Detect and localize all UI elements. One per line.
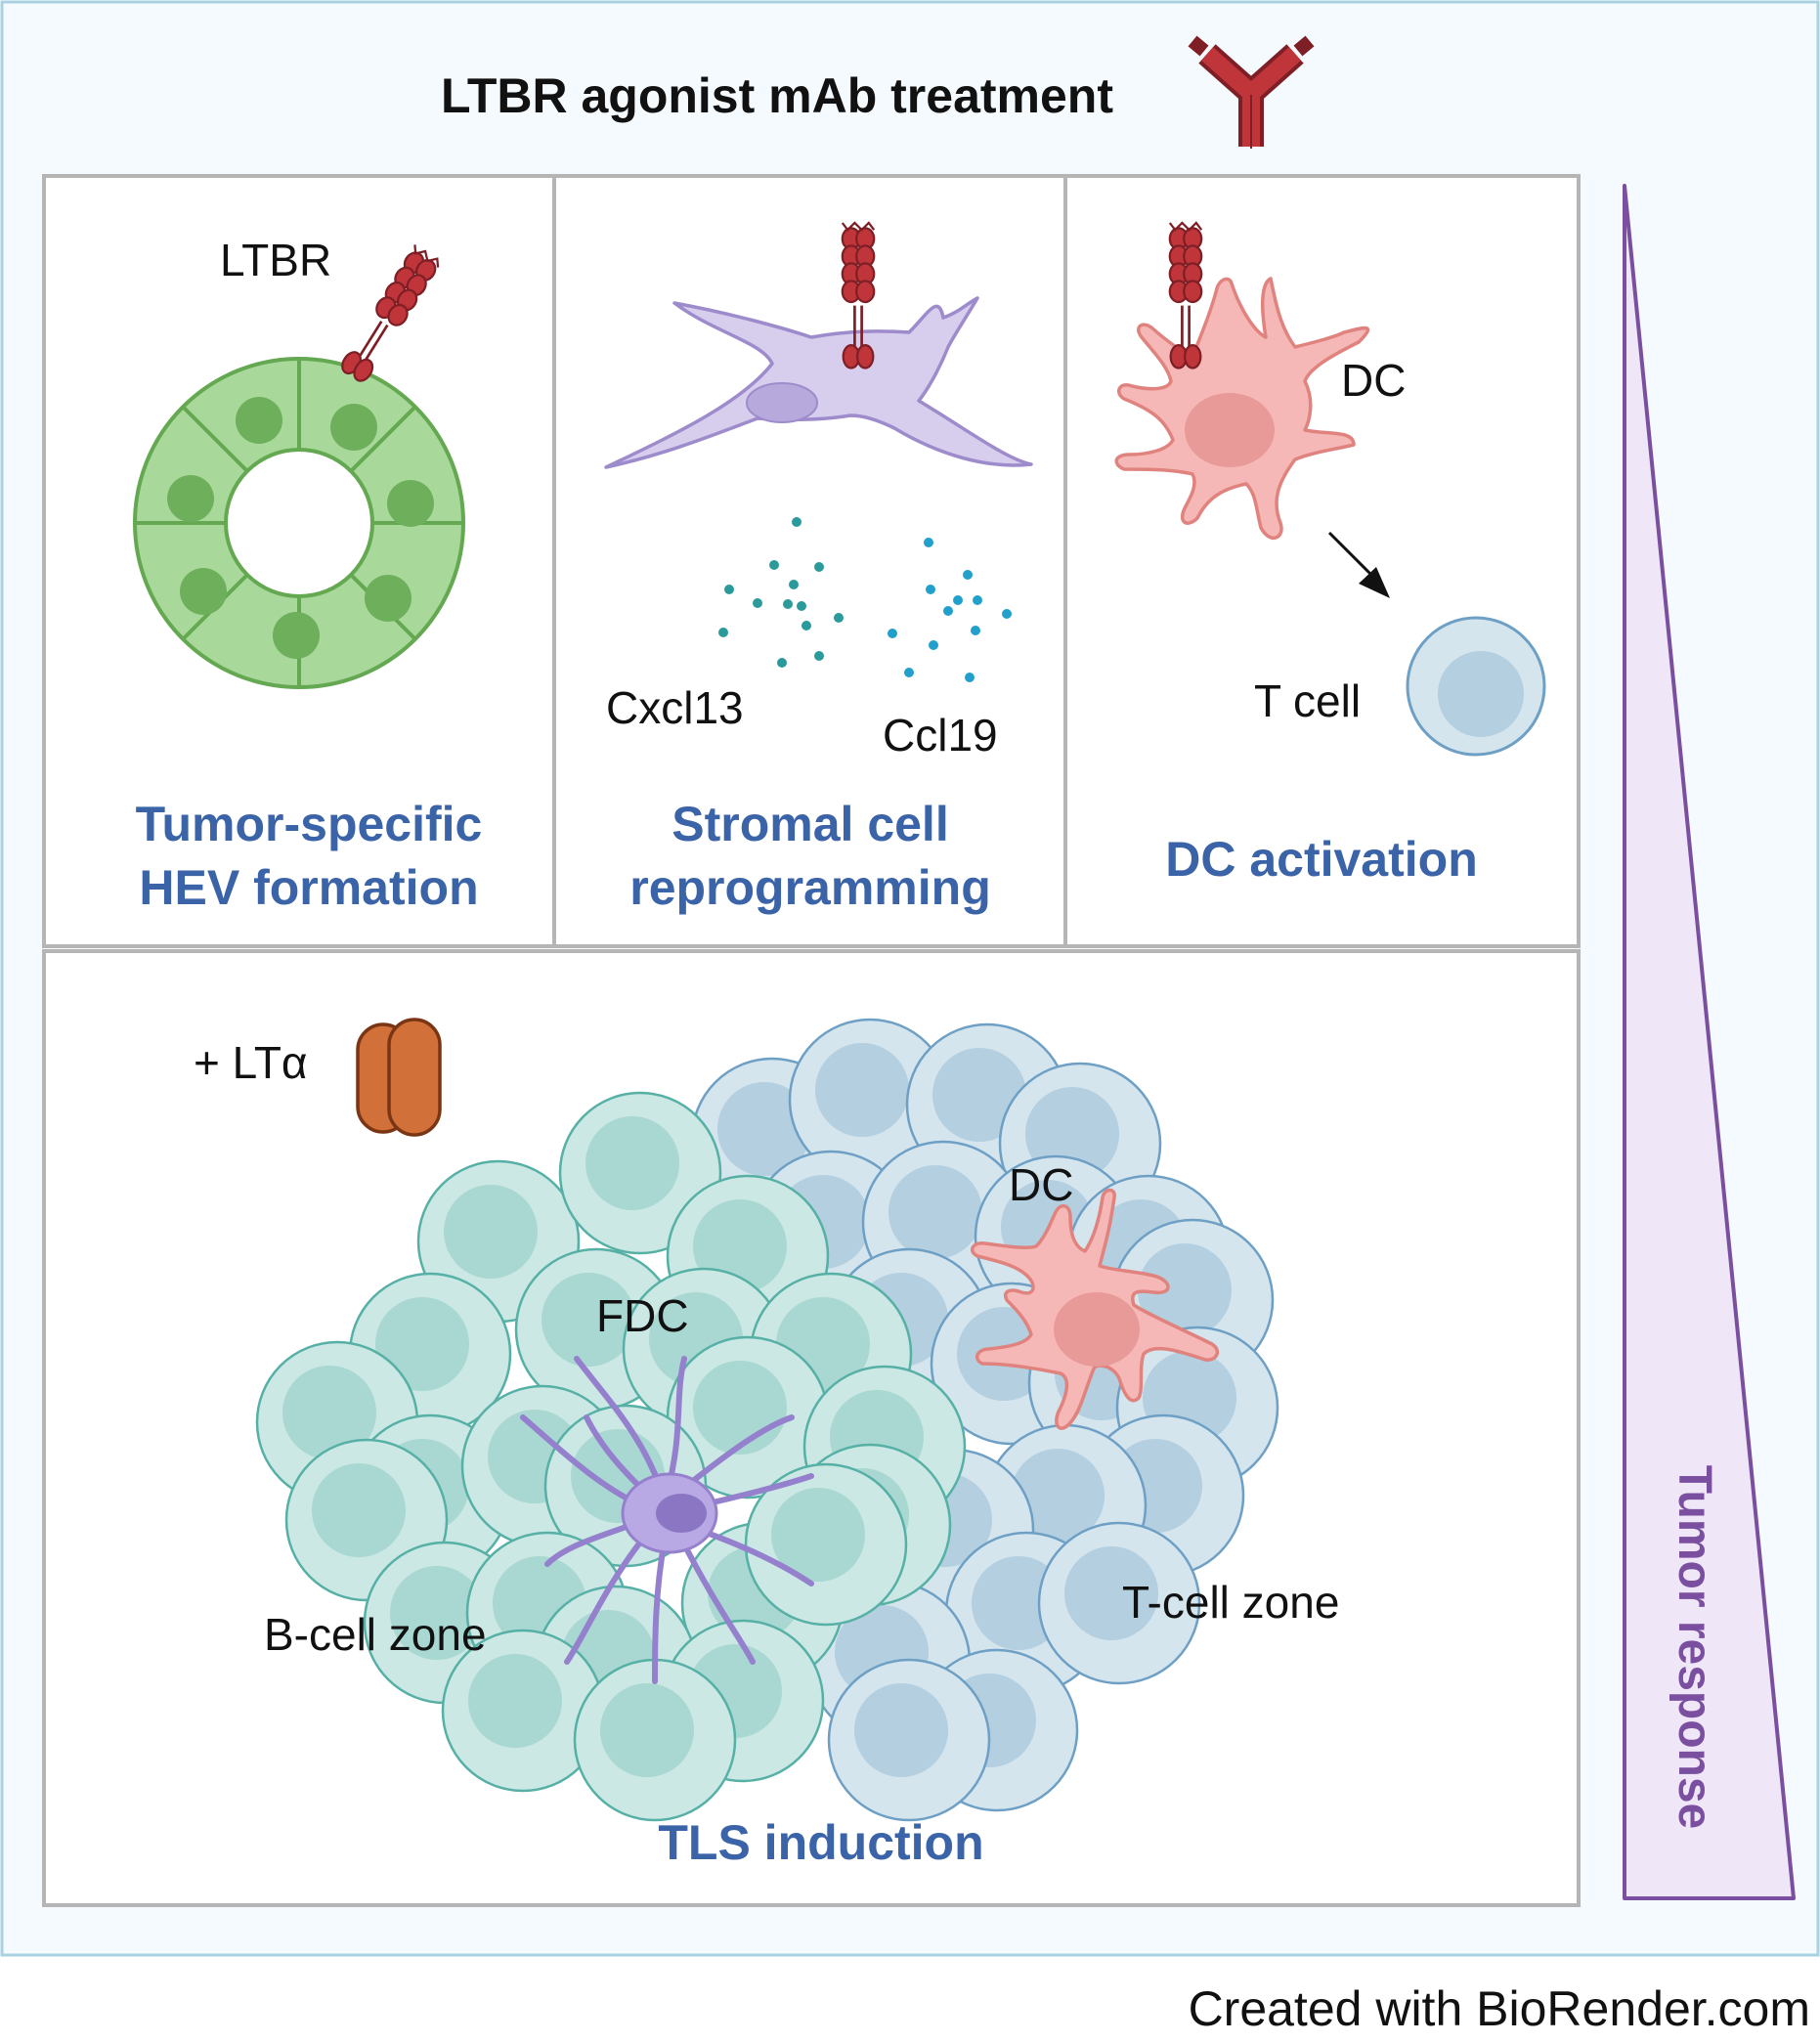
cxcl13-dots: [718, 517, 844, 668]
hev-vessel: [133, 357, 465, 689]
tumor-response-wedge: [1623, 184, 1796, 1900]
fdc-label: FDC: [596, 1290, 689, 1341]
stromal-caption-line2: reprogramming: [629, 860, 991, 915]
tls-dendritic-cell: [970, 1188, 1220, 1430]
stromal-caption-line1: Stromal cell: [672, 797, 948, 851]
tls-dc-label: DC: [1009, 1159, 1073, 1210]
ccl19-dots: [888, 538, 1012, 682]
panel-stromal-box: [552, 174, 1067, 948]
ccl19-label: Ccl19: [883, 710, 998, 761]
figure-title: LTBR agonist mAb treatment: [441, 68, 1113, 123]
dc-label: DC: [1341, 355, 1406, 406]
ltbr-label: LTBR: [220, 235, 331, 285]
dendritic-cell: [1114, 277, 1370, 541]
b-cell-zone-label: B-cell zone: [264, 1609, 487, 1660]
t-cell-zone-label: T-cell zone: [1122, 1577, 1339, 1628]
panel-dc-box: [1063, 174, 1581, 948]
hev-caption-line1: Tumor-specific: [136, 797, 483, 851]
tls-caption: TLS induction: [658, 1815, 983, 1870]
dc-activation-caption: DC activation: [1165, 832, 1478, 887]
hev-caption-line2: HEV formation: [139, 860, 478, 915]
lta-trimer-icon: [356, 1018, 442, 1137]
footer-credit: Created with BioRender.com: [1189, 1981, 1810, 2036]
cxcl13-label: Cxcl13: [606, 682, 744, 733]
tumor-response-label: Tumor response: [1668, 1465, 1720, 1830]
antibody-icon: [1188, 35, 1315, 149]
t-cell: [1406, 616, 1546, 757]
fdc-body: [621, 1472, 718, 1554]
stromal-cell: [604, 296, 1033, 469]
lta-label: + LTα: [194, 1037, 308, 1088]
activation-arrow: [1327, 531, 1390, 598]
t-cell-label: T cell: [1254, 675, 1361, 726]
